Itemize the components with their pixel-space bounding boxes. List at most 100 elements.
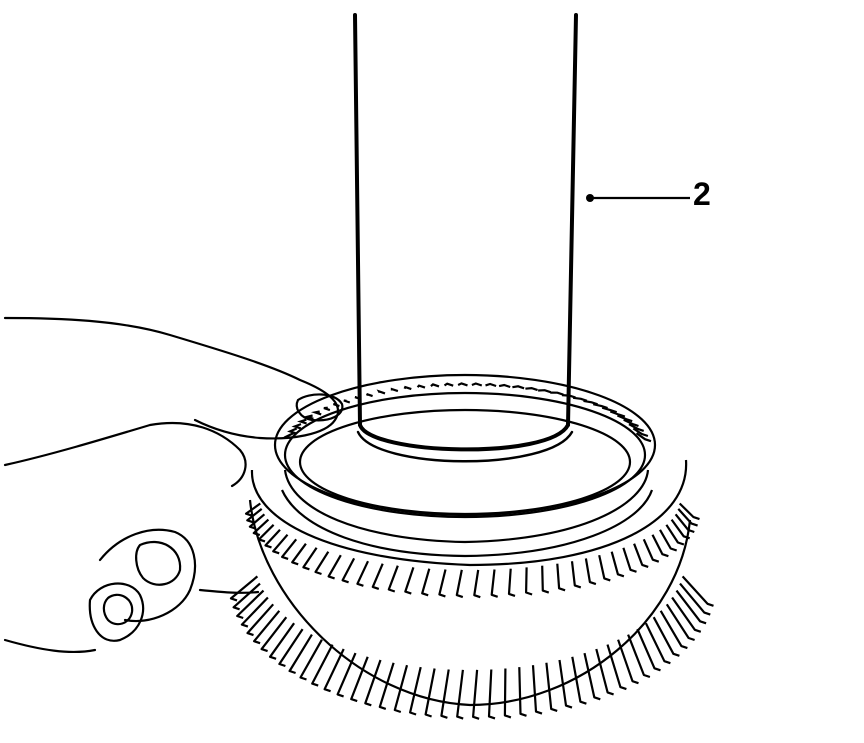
gear-tooth — [424, 668, 436, 718]
gear-tooth-upper — [490, 569, 499, 598]
synchro-tooth — [365, 393, 373, 398]
gear-tooth-upper — [622, 547, 637, 573]
finger-tip-lower — [88, 582, 145, 642]
gear-tooth — [571, 656, 587, 705]
synchro-tooth — [471, 382, 483, 387]
gear-tooth-upper — [387, 565, 399, 593]
gear-tooth — [659, 610, 688, 650]
gear-tooth — [350, 656, 369, 703]
gear-tooth-upper — [665, 524, 685, 546]
gear-tooth — [545, 662, 558, 712]
gear-tooth-upper — [473, 569, 481, 599]
gear-tooth — [253, 610, 281, 645]
gear-tooth-upper — [598, 554, 611, 582]
gear-tooth — [269, 622, 295, 660]
gear-tooth-upper — [584, 558, 597, 586]
gear-tooth-upper — [356, 560, 369, 587]
gear-tooth — [260, 616, 288, 653]
gear-outline — [248, 499, 692, 707]
synchro-tooth — [550, 391, 564, 396]
synchro-tooth — [616, 414, 633, 423]
gear-tooth-upper — [245, 502, 261, 517]
hub-ring-inner — [298, 408, 632, 516]
gear-tooth — [531, 665, 543, 715]
gear-tooth — [681, 575, 714, 607]
hand-index-finger — [3, 316, 340, 440]
synchro-tooth — [601, 406, 618, 414]
synchro-tooth — [525, 386, 538, 392]
gear-tooth — [679, 582, 711, 616]
gear-tooth-upper — [291, 543, 307, 566]
gear-tooth — [311, 644, 334, 687]
gear-tooth-upper — [314, 551, 330, 576]
gear-tooth — [503, 668, 512, 719]
installer-tube — [353, 13, 578, 463]
synchro-tooth — [303, 414, 314, 420]
synchro-ring-teeth — [283, 382, 652, 443]
synchro-tooth — [592, 403, 608, 410]
synchro-tooth — [609, 410, 626, 418]
gear-tooth-upper — [677, 508, 698, 527]
synchro-tooth — [323, 406, 331, 412]
gear-tooth — [671, 596, 702, 633]
hub-ring-mid — [283, 391, 647, 519]
synchro-tooth — [512, 385, 525, 390]
gear-tooth — [617, 639, 639, 685]
gear-teeth-lower — [229, 575, 714, 720]
gear-tooth-upper — [642, 538, 660, 563]
gear-tooth-upper — [421, 568, 431, 597]
gear-tooth-upper — [507, 568, 516, 597]
hand-palm-edge — [3, 638, 97, 654]
gear-tooth — [456, 669, 464, 720]
gear-tooth — [675, 589, 707, 625]
synchro-tooth — [376, 389, 386, 395]
synchro-tooth — [635, 432, 652, 443]
synchro-tooth — [343, 399, 351, 404]
gear-tooth-upper — [371, 563, 384, 590]
synchro-tooth — [430, 383, 440, 388]
synchro-tooth — [310, 410, 322, 416]
synchro-tooth — [390, 387, 399, 393]
gear-face-rim — [250, 459, 688, 567]
hand — [3, 316, 344, 654]
gear-tooth — [246, 603, 275, 637]
synchro-tooth — [416, 384, 426, 389]
gear-tooth-upper — [455, 569, 464, 599]
synchro-tooth — [498, 383, 511, 389]
gear-tooth — [229, 575, 259, 602]
tube-bottom-edge — [358, 423, 570, 452]
gear-tooth — [364, 659, 382, 707]
gear-tooth — [440, 669, 450, 719]
helical-gear — [229, 459, 714, 720]
synchro-tooth — [632, 427, 649, 438]
tube-right-edge — [566, 13, 578, 427]
gear-tooth — [518, 667, 527, 717]
gear-tooth-upper — [541, 565, 550, 594]
gear-tooth-upper — [281, 538, 298, 560]
thumbnail — [135, 540, 182, 586]
gear-tooth — [558, 659, 573, 709]
gear-tooth-upper — [651, 534, 669, 558]
synchro-tooth — [443, 382, 454, 387]
gear-tooth-upper — [302, 547, 318, 571]
hand-contact — [198, 588, 260, 594]
fingernail-lower — [102, 593, 134, 626]
gear-tooth — [606, 644, 627, 691]
gear-tooth — [636, 628, 661, 672]
synchro-tooth — [287, 427, 298, 435]
gear-tooth — [652, 616, 680, 657]
gear-tooth-upper — [525, 567, 533, 596]
synchro-tooth — [403, 385, 412, 391]
gear-tooth-upper — [438, 569, 447, 598]
gear-tooth — [336, 652, 357, 698]
synchro-tooth — [628, 423, 645, 432]
gear-tooth — [323, 648, 345, 693]
gear-tooth-upper — [272, 533, 289, 555]
gear-tooth — [644, 622, 671, 665]
gear-tooth-upper — [248, 513, 266, 530]
hub-collar — [283, 469, 650, 544]
tube-bottom-rim — [356, 430, 574, 463]
gear-tooth-upper — [404, 567, 415, 595]
gear-tooth — [665, 603, 695, 642]
